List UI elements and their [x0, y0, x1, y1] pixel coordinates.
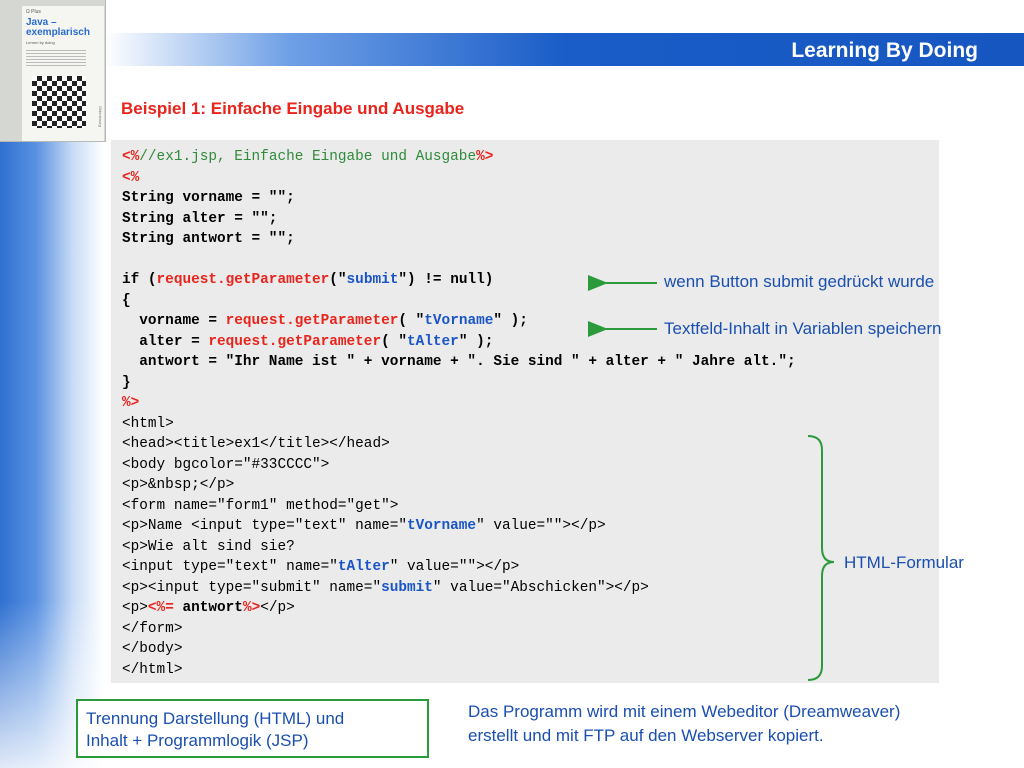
code-token: <% [122, 169, 140, 186]
code-token: " value=""></p> [476, 518, 606, 534]
code-listing: <%//ex1.jsp, Einfache Eingabe und Ausgab… [122, 147, 796, 680]
code-line: String alter = ""; [122, 209, 796, 230]
code-box [111, 140, 939, 683]
separation-note-line: Trennung Darstellung (HTML) und [86, 709, 345, 728]
book-text-lines [26, 50, 86, 68]
code-token: request.getParameter [156, 272, 330, 288]
code-line: if (request.getParameter("submit") != nu… [122, 270, 796, 291]
code-token: <form name="form1" method="get"> [122, 497, 399, 514]
code-token: } [122, 374, 131, 391]
code-token: String antwort = ""; [122, 231, 295, 247]
code-line: <body bgcolor="#33CCCC"> [122, 455, 796, 476]
code-line [122, 250, 796, 271]
editor-note: Das Programm wird mit einem Webeditor (D… [468, 700, 1008, 748]
code-token: { [122, 292, 131, 309]
code-token: ( " [381, 333, 407, 350]
code-token: if ( [122, 272, 157, 288]
code-token: request.getParameter [225, 313, 399, 329]
book-title: Java – exemplarisch [26, 17, 90, 38]
code-token: %> [242, 600, 261, 616]
code-token: submit [381, 579, 433, 596]
code-token: %> [476, 149, 494, 165]
code-token: </html> [122, 661, 183, 678]
code-token: <p>Wie alt sind sie? [122, 538, 295, 555]
code-token: %> [122, 395, 140, 411]
code-token: tVorname [406, 518, 477, 534]
chessboard-illustration [32, 76, 86, 128]
code-token: <p><input type="submit" name=" [122, 579, 382, 596]
header-bar [104, 33, 1024, 66]
code-token: <p> [122, 600, 148, 616]
code-line: alter = request.getParameter( "tAlter" )… [122, 332, 796, 353]
slide-heading: Beispiel 1: Einfache Eingabe und Ausgabe [121, 99, 465, 118]
code-line: <p>&nbsp;</p> [122, 475, 796, 496]
code-line: } [122, 373, 796, 394]
code-line: <input type="text" name="tAlter" value="… [122, 557, 796, 578]
code-token: String vorname = ""; [122, 190, 295, 206]
code-line: <head><title>ex1</title></head> [122, 434, 796, 455]
code-line: <p><input type="submit" name="submit" va… [122, 578, 796, 599]
code-token: (" [329, 272, 347, 288]
code-line: %> [122, 393, 796, 414]
code-line: { [122, 291, 796, 312]
code-token: <html> [122, 415, 174, 432]
code-token: ( " [398, 313, 425, 329]
annotation-submit: wenn Button submit gedrückt wurde [664, 272, 935, 291]
code-token: tVorname [424, 313, 494, 329]
code-token: submit [346, 272, 399, 288]
code-token: String alter = ""; [122, 210, 278, 227]
code-line: <p>Name <input type="text" name="tVornam… [122, 516, 796, 537]
separation-note-box: Trennung Darstellung (HTML) und Inhalt +… [76, 699, 429, 758]
code-token: </body> [122, 641, 183, 657]
code-token: <%= [147, 600, 174, 616]
book-series: Ω Plus [26, 9, 41, 15]
code-token: ") != null) [398, 272, 494, 288]
code-token: //ex1.jsp, Einfache Eingabe und Ausgabe [139, 149, 477, 165]
code-token: <head><title>ex1</title></head> [122, 436, 390, 452]
header-title: Learning By Doing [791, 39, 978, 62]
editor-note-line: Das Programm wird mit einem Webeditor (D… [468, 702, 901, 721]
code-line: String vorname = ""; [122, 188, 796, 209]
code-line: <%//ex1.jsp, Einfache Eingabe und Ausgab… [122, 147, 796, 168]
code-token: <% [122, 149, 140, 165]
code-token: " ); [493, 313, 528, 329]
code-line: <% [122, 168, 796, 189]
book-subtitle: Lernen by doing [26, 40, 55, 45]
code-line: <p>Wie alt sind sie? [122, 537, 796, 558]
code-token: " ); [458, 333, 494, 350]
annotation-variables: Textfeld-Inhalt in Variablen speichern [664, 319, 942, 338]
book-cover-inner: Ω Plus Java – exemplarisch Lernen by doi… [22, 6, 104, 141]
code-token: antwort = "Ihr Name ist " + vorname + ".… [122, 354, 796, 370]
code-line: </html> [122, 660, 796, 681]
code-token: <p>Name <input type="text" name=" [122, 518, 407, 534]
code-token: tAlter [407, 333, 459, 350]
code-token: antwort [173, 600, 243, 616]
code-token: alter = [122, 333, 209, 350]
code-line: <p><%= antwort%></p> [122, 598, 796, 619]
code-line: </body> [122, 639, 796, 660]
code-line: antwort = "Ihr Name ist " + vorname + ".… [122, 352, 796, 373]
code-line: <html> [122, 414, 796, 435]
code-token: </form> [122, 620, 183, 637]
code-token: <input type="text" name=" [122, 559, 338, 575]
code-line: <form name="form1" method="get"> [122, 496, 796, 517]
separation-note-line: Inhalt + Programmlogik (JSP) [86, 731, 309, 750]
annotation-html-form: HTML-Formular [844, 553, 964, 572]
code-token: <body bgcolor="#33CCCC"> [122, 456, 330, 473]
code-line: String antwort = ""; [122, 229, 796, 250]
book-cover-image: Ω Plus Java – exemplarisch Lernen by doi… [0, 0, 106, 142]
editor-note-line: erstellt und mit FTP auf den Webserver k… [468, 726, 824, 745]
code-token: </p> [260, 600, 295, 616]
code-token: request.getParameter [208, 333, 382, 350]
book-publisher: Oldenbourg [98, 106, 103, 127]
code-token: <p>&nbsp;</p> [122, 477, 235, 493]
code-token: " value=""></p> [389, 559, 520, 575]
code-token: tAlter [337, 559, 390, 575]
code-line: vorname = request.getParameter( "tVornam… [122, 311, 796, 332]
code-line: </form> [122, 619, 796, 640]
code-token: " value="Abschicken"></p> [432, 579, 649, 596]
code-token: vorname = [122, 313, 226, 329]
